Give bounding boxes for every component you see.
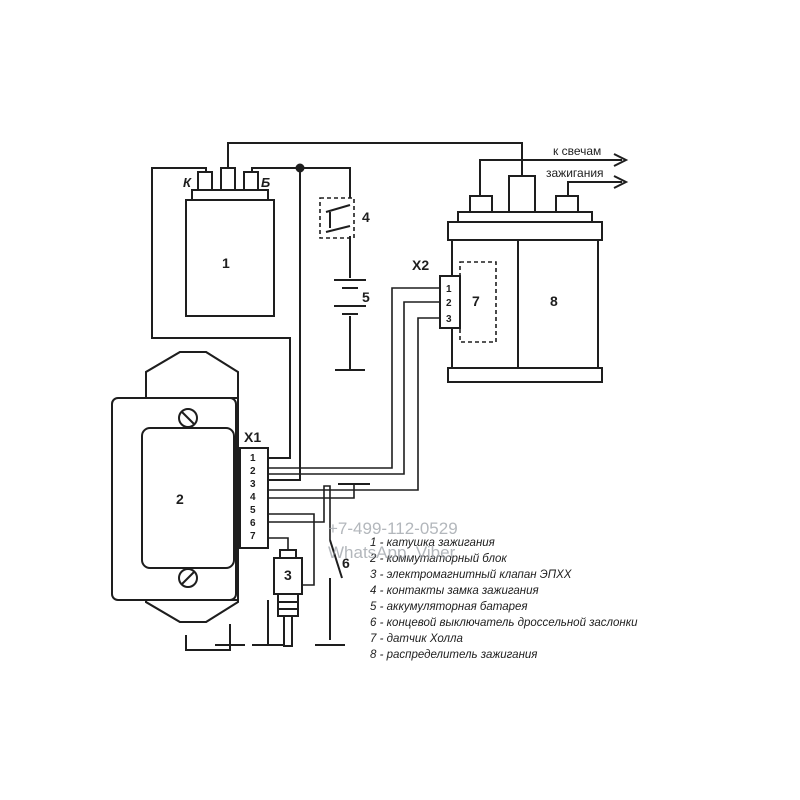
terminal-b-label: Б <box>261 175 270 190</box>
arrow-head-1 <box>613 153 629 167</box>
ignition-coil: К Б 1 <box>183 167 275 317</box>
legend-item-3: 3 - электромагнитный клапан ЭПХХ <box>370 569 573 581</box>
terminal-k-label: К <box>183 175 192 190</box>
screw-slot-bottom <box>181 571 195 585</box>
legend-item-2: 2 - коммутаторный блок <box>369 553 507 565</box>
distributor-terminal-right <box>555 195 579 213</box>
valve-nut <box>277 593 299 617</box>
x1-label: X1 <box>244 429 261 445</box>
wire-x1-to-x2-1 <box>266 287 450 469</box>
switch-number: 4 <box>362 209 370 225</box>
watermark-phone: +7-499-112-0529 <box>328 519 458 538</box>
wire-b-to-node <box>251 167 300 172</box>
coil-number: 1 <box>222 255 230 271</box>
valve-number: 3 <box>284 567 292 583</box>
coil-terminal-center <box>220 167 236 193</box>
commutator-flange-top <box>145 351 239 399</box>
throttle-contact <box>329 539 343 579</box>
valve-cap <box>279 549 297 559</box>
connector-x1: X1 1 2 3 4 5 6 7 <box>239 429 269 549</box>
commutator-inner-plate <box>141 427 235 569</box>
screw-slot-top <box>181 411 195 425</box>
distributor: 7 8 <box>447 175 603 383</box>
x2-label: X2 <box>412 257 429 273</box>
legend: 1 - катушка зажигания 2 - коммутаторный … <box>369 537 638 661</box>
throttle-switch-number: 6 <box>342 555 350 571</box>
switch-contact-1 <box>325 204 351 213</box>
x1-pin-4: 4 <box>250 492 256 503</box>
battery-number: 5 <box>362 289 370 305</box>
x1-pin-5: 5 <box>250 505 256 516</box>
watermark: +7-499-112-0529 WhatsApp, Viber <box>328 519 458 562</box>
x2-pin-2: 2 <box>446 298 452 309</box>
x1-pin-1: 1 <box>250 453 256 464</box>
distributor-terminal-left <box>469 195 493 213</box>
x1-pin-2: 2 <box>250 466 256 477</box>
x1-pin-7: 7 <box>250 531 256 542</box>
battery: 5 <box>334 279 370 315</box>
output-wire-2 <box>567 181 622 196</box>
x2-housing <box>439 275 461 329</box>
arrow-head-2 <box>613 175 629 189</box>
wire-x1-to-valve <box>266 513 315 586</box>
connector-x2: X2 1 2 3 <box>412 257 461 329</box>
commutator-flange-bottom <box>145 599 239 623</box>
commutator-block: 2 <box>111 351 239 623</box>
hall-sensor-number: 7 <box>472 293 480 309</box>
distributor-cap <box>457 211 593 223</box>
hv-wire <box>227 142 523 176</box>
distributor-number: 8 <box>550 293 558 309</box>
output-label-line1: к свечам <box>553 144 601 158</box>
x1-pin-6: 6 <box>250 518 256 529</box>
wire-distributor-top <box>479 159 522 196</box>
x2-pin-1: 1 <box>446 284 452 295</box>
wire-node-to-x1 <box>266 168 301 481</box>
spark-plug-outputs: к свечам зажигания <box>546 144 629 189</box>
coil-body <box>185 199 275 317</box>
throttle-switch: 6 <box>329 539 350 579</box>
x1-housing <box>239 447 269 549</box>
x2-pin-3: 3 <box>446 314 452 325</box>
distributor-terminal-center <box>508 175 536 213</box>
distributor-base <box>447 367 603 383</box>
x1-pin-3: 3 <box>250 479 256 490</box>
wire-x1-to-x2-2 <box>266 301 450 475</box>
output-label-line2: зажигания <box>546 166 604 180</box>
coil-cap <box>191 189 269 201</box>
wire-node-to-switch <box>300 167 351 198</box>
wire-x1-to-throttle <box>266 485 331 540</box>
commutator-number: 2 <box>176 491 184 507</box>
legend-item-6: 6 - концевой выключатель дроссельной зас… <box>370 617 638 629</box>
valve-body <box>273 557 303 595</box>
legend-item-7: 7 - датчик Холла <box>370 633 463 645</box>
wiring <box>151 142 622 651</box>
legend-item-1: 1 - катушка зажигания <box>370 537 495 549</box>
solenoid-valve: 3 <box>273 549 303 647</box>
distributor-rim <box>447 221 603 241</box>
watermark-app: WhatsApp, Viber <box>328 543 456 562</box>
valve-needle <box>283 615 293 647</box>
switch-box <box>319 197 355 239</box>
wire-x1-ground <box>266 484 355 499</box>
switch-contact-2 <box>325 225 351 233</box>
wire-k-to-x1 <box>151 167 291 459</box>
legend-item-4: 4 - контакты замка зажигания <box>370 585 539 597</box>
wire-commutator-ground <box>185 624 231 651</box>
junction-dot <box>295 163 305 173</box>
legend-item-8: 8 - распределитель зажигания <box>370 649 537 661</box>
ignition-switch: 4 <box>319 197 370 239</box>
legend-item-5: 5 - аккумуляторная батарея <box>370 601 528 613</box>
wire-x1-to-x2-3 <box>266 317 450 491</box>
